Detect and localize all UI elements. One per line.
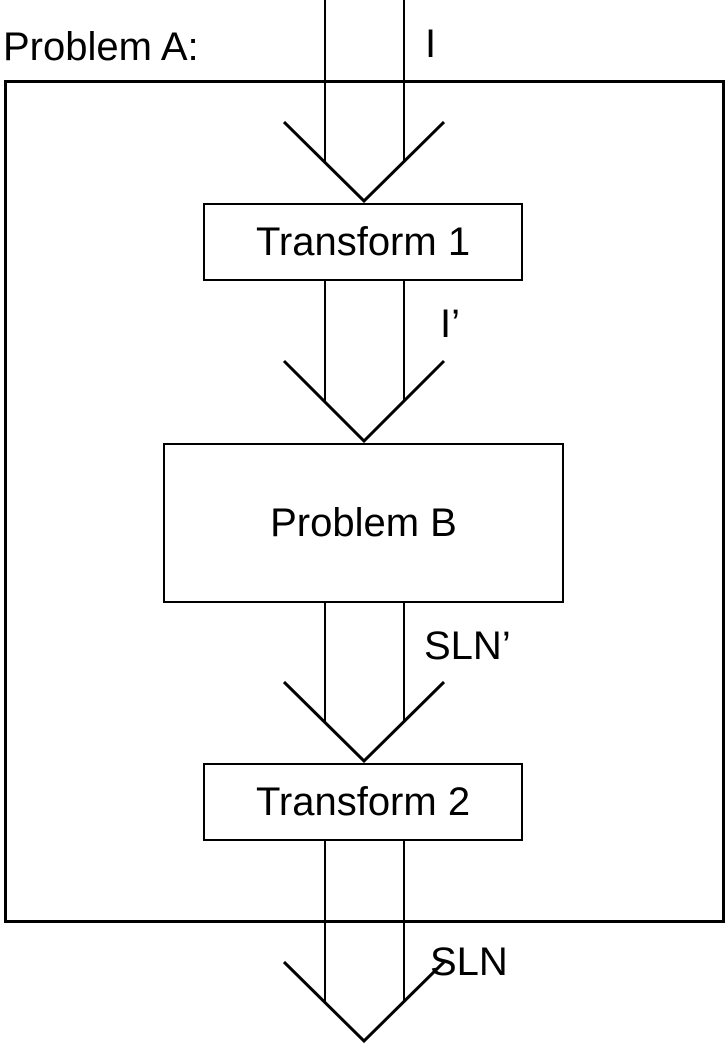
arrow-transformed-solution-shaft [324, 603, 405, 723]
arrow-transformed-input-head [282, 359, 446, 444]
node-transform-1: Transform 1 [203, 203, 523, 281]
node-transform-2: Transform 2 [203, 763, 523, 841]
node-transform-2-label: Transform 2 [255, 780, 471, 824]
node-transform-1-label: Transform 1 [255, 220, 471, 264]
arrow-solution-head [282, 960, 446, 1044]
edge-label-solution: SLN [430, 940, 508, 984]
problem-a-boundary-box [4, 80, 725, 923]
edge-label-input: I [425, 22, 437, 66]
node-problem-b-label: Problem B [270, 501, 457, 545]
arrow-input-head [282, 120, 446, 204]
arrow-transformed-input-shaft [324, 281, 405, 403]
problem-b-box [163, 443, 564, 603]
edge-label-transformed-input: I’ [440, 302, 460, 346]
diagram-title: Problem A: [3, 25, 199, 69]
arrow-transformed-solution-head [282, 680, 446, 764]
node-problem-b: Problem B [163, 443, 564, 603]
arrow-input-shaft [324, 0, 405, 163]
transform-2-box [203, 763, 523, 841]
transform-1-box [203, 203, 523, 281]
edge-label-transformed-solution: SLN’ [424, 624, 511, 668]
arrow-solution-shaft [324, 841, 405, 1003]
